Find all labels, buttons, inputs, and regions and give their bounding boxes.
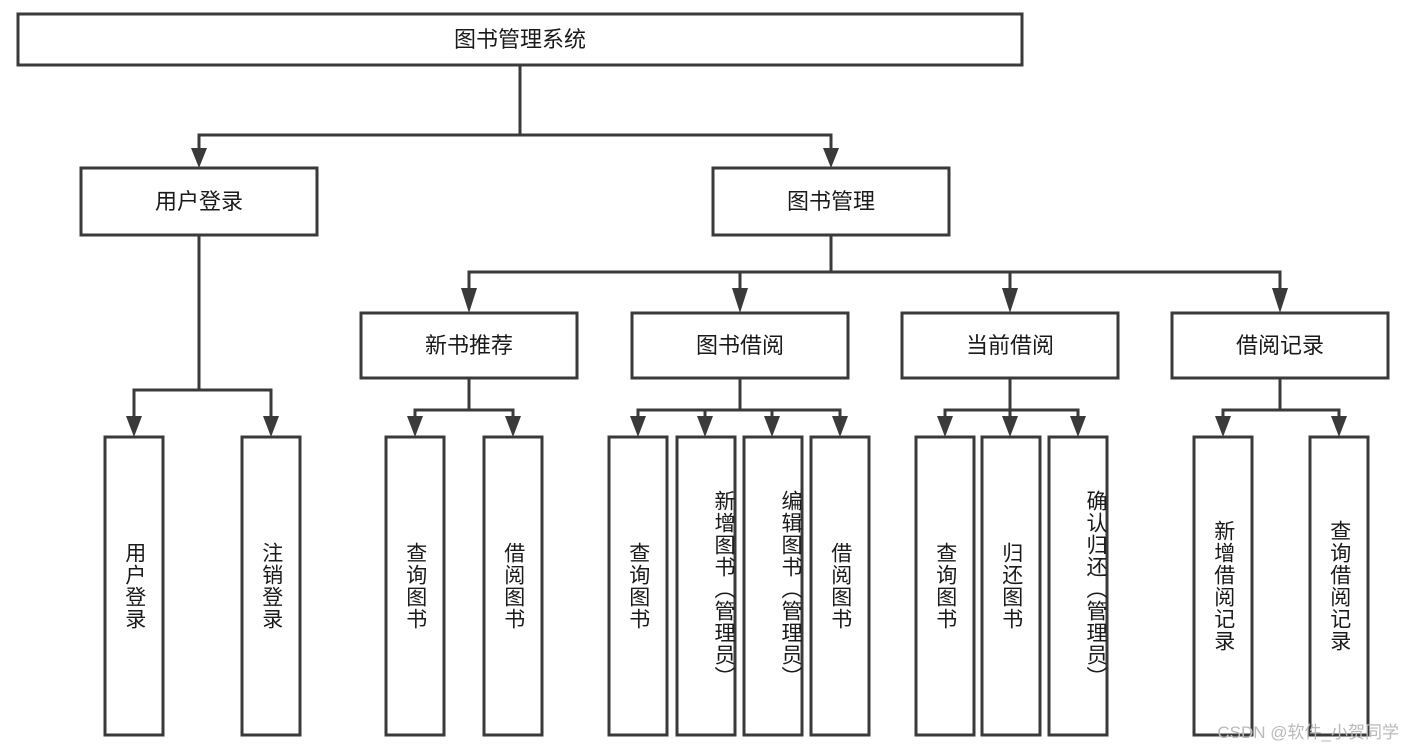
node-book-management-label: 图书管理	[787, 189, 875, 214]
node-new-book-recommend-label: 新书推荐	[425, 333, 513, 358]
leaf-box	[240, 435, 302, 737]
leaf-box	[1192, 435, 1254, 737]
leaf-box	[809, 435, 871, 737]
node-current-borrow[interactable]: 当前借阅	[900, 311, 1120, 380]
leaf-box	[607, 435, 669, 737]
node-root[interactable]: 图书管理系统	[16, 12, 1024, 67]
leaf-box	[384, 435, 446, 737]
node-user-login[interactable]: 用户登录	[79, 166, 319, 237]
node-user-login-label: 用户登录	[155, 189, 243, 214]
leaf-box	[914, 435, 976, 737]
node-current-borrow-label: 当前借阅	[966, 333, 1054, 358]
connector-group	[126, 63, 1347, 437]
node-book-borrow[interactable]: 图书借阅	[630, 311, 850, 380]
node-root-label: 图书管理系统	[454, 27, 586, 52]
leaf-box	[1308, 435, 1370, 737]
node-book-borrow-label: 图书借阅	[696, 333, 784, 358]
node-book-management[interactable]: 图书管理	[711, 166, 951, 237]
node-borrow-record-label: 借阅记录	[1236, 333, 1324, 358]
leaf-box	[482, 435, 544, 737]
leaf-box	[980, 435, 1042, 737]
node-new-book-recommend[interactable]: 新书推荐	[359, 311, 579, 380]
leaf-box	[742, 435, 804, 737]
watermark-text: CSDN @软件_小贺同学	[1217, 723, 1399, 742]
leaf-box	[675, 435, 737, 737]
node-borrow-record[interactable]: 借阅记录	[1170, 311, 1390, 380]
leaf-box	[103, 435, 165, 737]
leaf-box	[1047, 435, 1109, 737]
